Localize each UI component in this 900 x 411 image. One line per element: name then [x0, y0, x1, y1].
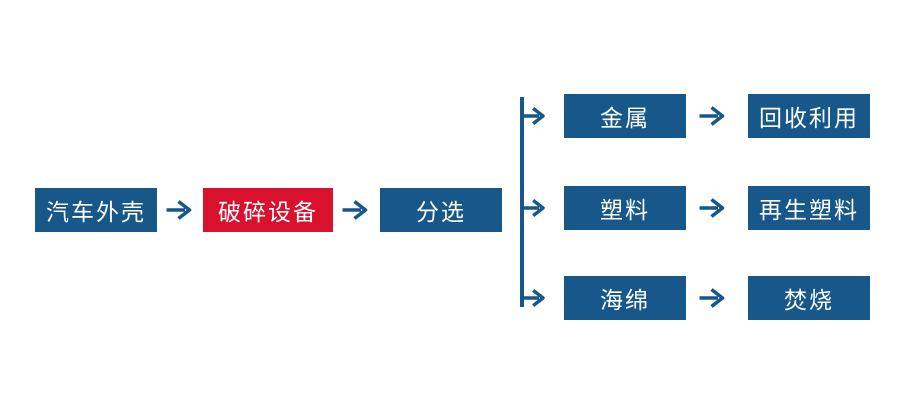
node-incineration: 焚烧: [748, 276, 870, 320]
node-recycled-plastic: 再生塑料: [748, 186, 870, 230]
node-metal: 金属: [564, 94, 686, 138]
arrow-right-icon: [699, 288, 725, 308]
branch-connector-line: [520, 97, 524, 307]
arrow-right-icon: [521, 288, 545, 308]
arrow-right-icon: [166, 200, 192, 220]
node-sorting: 分选: [380, 188, 502, 232]
arrow-right-icon: [521, 106, 545, 126]
arrow-right-icon: [699, 106, 725, 126]
node-recycling: 回收利用: [748, 94, 870, 138]
node-plastic: 塑料: [564, 186, 686, 230]
arrow-right-icon: [521, 198, 545, 218]
node-car-shell: 汽车外壳: [35, 188, 157, 232]
node-sponge: 海绵: [564, 276, 686, 320]
node-crushing-equipment: 破碎设备: [203, 188, 333, 232]
arrow-right-icon: [342, 200, 368, 220]
arrow-right-icon: [699, 198, 725, 218]
